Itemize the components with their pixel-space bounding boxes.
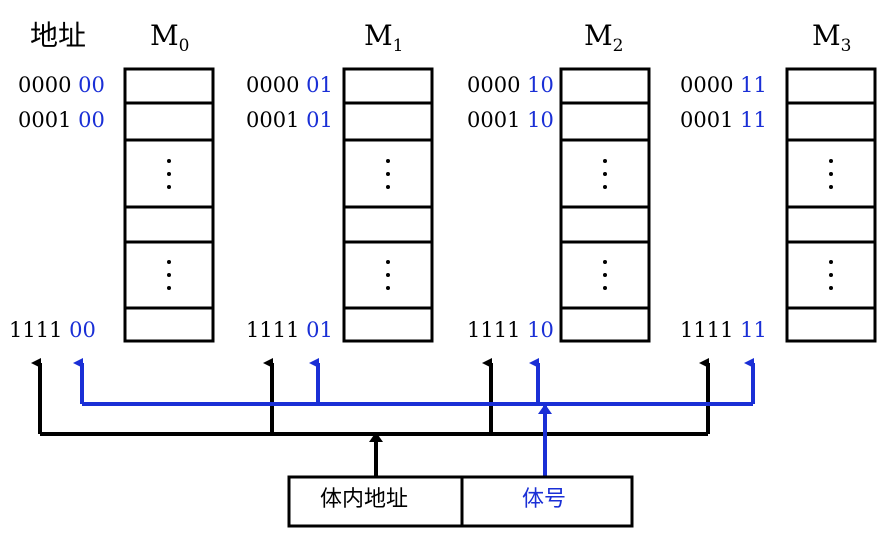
- module-header-m2: M2: [584, 19, 624, 56]
- address-label: 1111 00: [9, 318, 96, 342]
- module-number-bus: [73, 358, 755, 477]
- address-label: 0000 00: [18, 73, 105, 97]
- address-label: 1111 10: [467, 318, 554, 342]
- address-register-box: [287, 475, 634, 528]
- address-label: 1111 01: [246, 318, 333, 342]
- address-label: 0001 00: [18, 108, 105, 132]
- address-label: 0000 11: [680, 73, 767, 97]
- memory-module-m1: [342, 67, 434, 343]
- ellipsis-dots: [167, 159, 833, 290]
- memory-module-m0: [123, 67, 215, 343]
- module-header-m1: M1: [364, 19, 404, 56]
- address-label: 1111 11: [680, 318, 767, 342]
- address-label: 0001 10: [467, 108, 554, 132]
- memory-module-m2: [559, 67, 651, 343]
- memory-module-m3: [785, 67, 877, 343]
- internal-address-label: 体内地址: [320, 487, 409, 512]
- module-number-label: 体号: [522, 487, 567, 512]
- address-label: 0000 01: [246, 73, 333, 97]
- address-header: 地址: [30, 19, 87, 52]
- module-header-m0: M0: [150, 19, 190, 56]
- address-label: 0001 01: [246, 108, 333, 132]
- address-label: 0000 10: [467, 73, 554, 97]
- module-header-m3: M3: [812, 19, 852, 56]
- address-label: 0001 11: [680, 108, 767, 132]
- internal-address-bus: [31, 358, 710, 477]
